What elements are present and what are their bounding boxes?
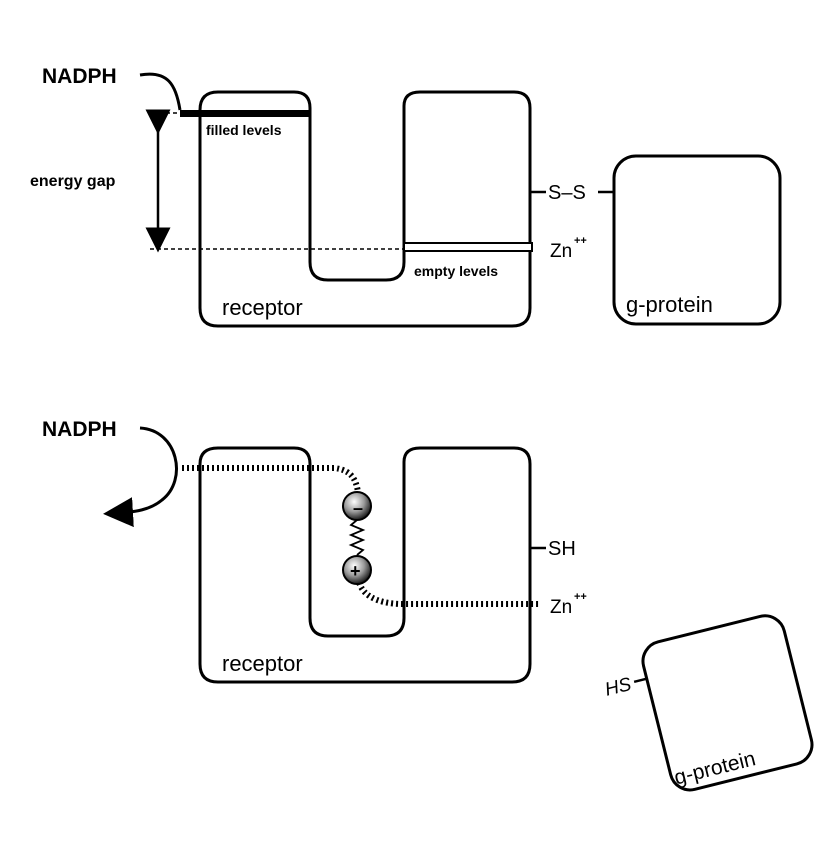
bottom-receptor-outline	[198, 446, 532, 684]
top-nadph-label: NADPH	[42, 65, 117, 88]
bottom-gprotein-box	[641, 614, 814, 792]
bottom-zinc-charge: ++	[574, 591, 587, 603]
hole-sign: +	[350, 561, 361, 581]
hole-sphere	[342, 555, 372, 585]
top-panel: NADPH filled levels energy gap empty lev…	[30, 65, 782, 328]
top-filled-levels-bar	[180, 110, 310, 117]
bottom-nadph-label: NADPH	[42, 418, 117, 441]
disulfide-bond-label: S–S	[548, 182, 586, 204]
top-filled-levels-label: filled levels	[206, 122, 282, 138]
bottom-panel: NADPH – + receptor SH Zn ++ g-protein HS	[42, 418, 814, 792]
top-zinc-charge: ++	[574, 235, 587, 247]
bottom-dotted-pathway	[182, 465, 540, 607]
electron-sign: –	[353, 498, 363, 518]
top-empty-levels-label: empty levels	[414, 263, 498, 279]
bottom-gprotein-group: g-protein HS	[603, 614, 814, 792]
energy-gap-label: energy gap	[30, 173, 116, 190]
top-zinc-label: Zn	[550, 241, 572, 262]
top-receptor-outline	[198, 90, 532, 328]
bottom-nadph-return-arrow	[103, 426, 178, 528]
top-nadph-pointer	[139, 72, 182, 111]
top-gprotein-box	[612, 154, 782, 326]
bottom-hs-label: HS	[603, 674, 634, 701]
top-gprotein-label: g-protein	[626, 292, 713, 317]
top-receptor-label: receptor	[222, 295, 303, 320]
bottom-thiol-label: SH	[548, 538, 576, 560]
bottom-zinc-label: Zn	[550, 597, 572, 618]
bottom-receptor-label: receptor	[222, 651, 303, 676]
electron-hole-spring	[348, 519, 366, 556]
bottom-hs-bond	[633, 677, 648, 684]
top-empty-levels-bar	[403, 242, 533, 252]
